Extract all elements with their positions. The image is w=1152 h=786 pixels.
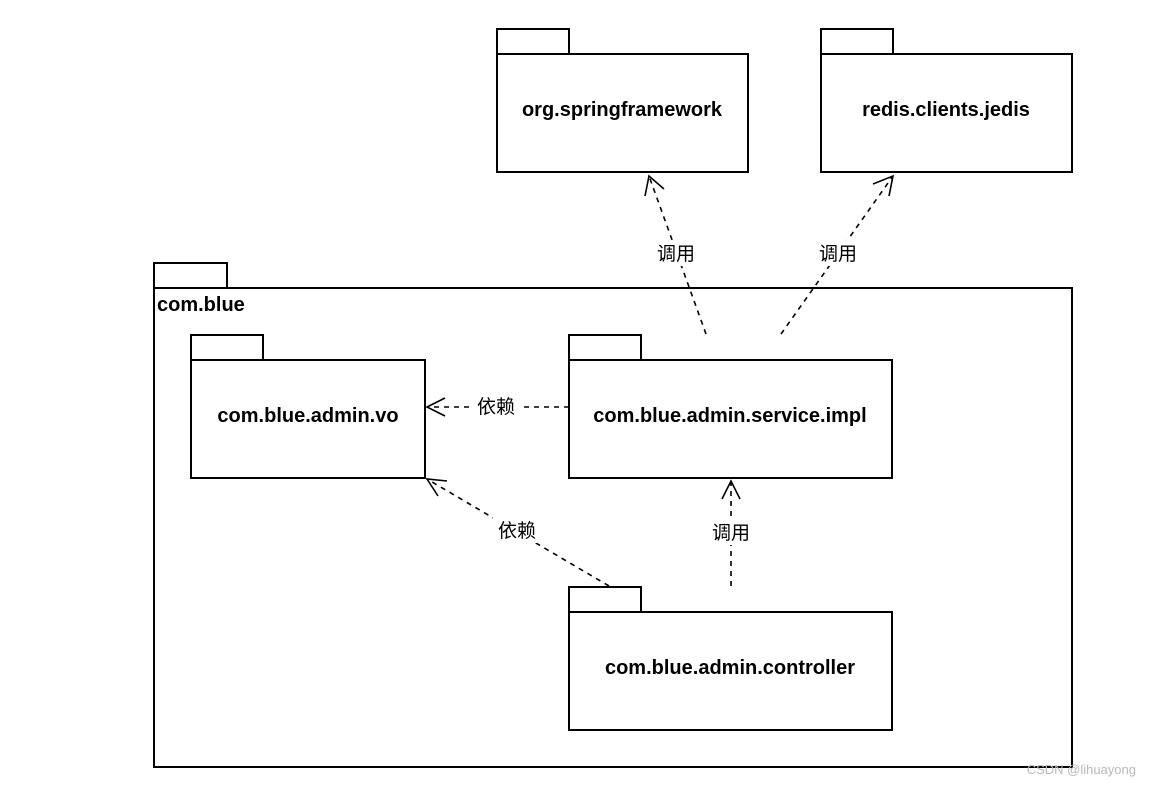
package-body: [820, 53, 1073, 173]
dependency-arrow-controller-to-service: 调用: [708, 479, 754, 586]
package-tab: [190, 334, 264, 361]
package-tab: [568, 586, 642, 613]
open-arrowhead-icon: [425, 478, 448, 497]
package-title: com.blue.admin.vo: [217, 405, 398, 427]
package-body: [568, 359, 893, 479]
package-title: com.blue: [157, 294, 245, 316]
package-jedis[interactable]: redis.clients.jedis: [820, 28, 1073, 173]
package-tab: [496, 28, 570, 55]
dependency-arrow-controller-to-vo: 依赖: [425, 478, 610, 587]
package-title: com.blue.admin.service.impl: [593, 405, 866, 427]
package-vo[interactable]: com.blue.admin.vo: [190, 334, 426, 479]
open-arrowhead-icon: [872, 174, 895, 197]
dependency-arrow-service-to-vo: 依赖: [425, 394, 569, 420]
dependency-label: 调用: [657, 243, 695, 265]
dependency-label: 调用: [712, 522, 750, 544]
dependency-label: 调用: [819, 243, 857, 265]
open-arrowhead-icon: [425, 397, 446, 417]
package-tab: [153, 262, 228, 289]
dependency-label: 依赖: [498, 520, 536, 542]
open-arrowhead-icon: [721, 479, 741, 500]
package-title: redis.clients.jedis: [862, 99, 1030, 121]
package-controller[interactable]: com.blue.admin.controller: [568, 586, 893, 731]
package-tab: [820, 28, 894, 55]
dependency-label: 依赖: [477, 396, 515, 418]
package-body: [568, 611, 893, 731]
dependency-arrow-service-to-jedis: 调用: [780, 174, 895, 335]
package-service-impl[interactable]: com.blue.admin.service.impl: [568, 334, 893, 479]
package-springframework[interactable]: org.springframework: [496, 28, 749, 173]
dependency-arrow-service-to-spring: 调用: [644, 174, 707, 335]
package-body: [496, 53, 749, 173]
package-tab: [568, 334, 642, 361]
package-title: com.blue.admin.controller: [605, 657, 855, 679]
open-arrowhead-icon: [644, 174, 665, 197]
watermark: CSDN @lihuayong: [1027, 762, 1136, 777]
package-title: org.springframework: [522, 99, 723, 121]
package-body: [190, 359, 426, 479]
